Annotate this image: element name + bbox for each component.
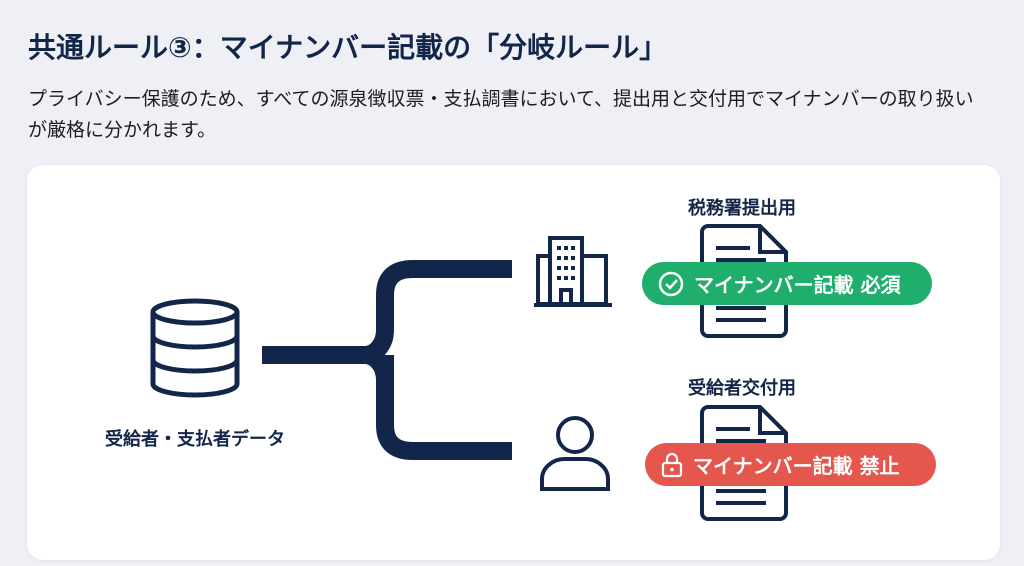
database-icon bbox=[150, 298, 240, 398]
person-icon bbox=[540, 416, 610, 491]
badge-required: マイナンバー記載 必須 bbox=[642, 262, 932, 305]
page-title: 共通ルール③：マイナンバー記載の「分岐ルール」 bbox=[28, 31, 668, 64]
document-icon bbox=[700, 405, 788, 521]
source-label: 受給者・支払者データ bbox=[105, 429, 285, 450]
branch-label-tax-office: 税務署提出用 bbox=[688, 198, 796, 219]
lock-icon bbox=[661, 452, 683, 477]
document-icon bbox=[700, 224, 788, 338]
diagram-card bbox=[27, 165, 1000, 560]
badge-prohibited: マイナンバー記載 禁止 bbox=[645, 443, 936, 486]
badge-prohibited-text: マイナンバー記載 禁止 bbox=[693, 454, 900, 478]
branch-connector bbox=[262, 260, 512, 460]
badge-required-text: マイナンバー記載 必須 bbox=[694, 273, 901, 297]
branch-label-recipient: 受給者交付用 bbox=[688, 378, 796, 399]
building-icon bbox=[534, 236, 612, 307]
page-description: プライバシー保護のため、すべての源泉徴収票・支払調書において、提出用と交付用でマ… bbox=[28, 88, 974, 141]
check-circle-icon bbox=[658, 271, 684, 296]
